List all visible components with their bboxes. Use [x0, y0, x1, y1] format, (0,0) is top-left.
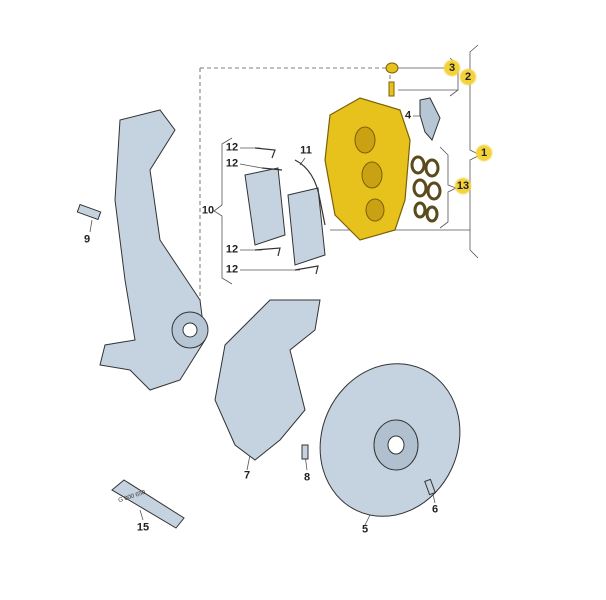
- callout-2[interactable]: 2: [459, 68, 477, 86]
- wear-sensor: [294, 159, 326, 226]
- bleed-screw: [388, 81, 395, 97]
- clip: [294, 265, 319, 275]
- clip: [254, 147, 276, 159]
- callout-7[interactable]: 7: [243, 469, 251, 482]
- callout-1[interactable]: 1: [475, 144, 493, 162]
- callout-3[interactable]: 3: [443, 59, 461, 77]
- callout-5[interactable]: 5: [361, 523, 369, 536]
- callout-12[interactable]: 12: [225, 141, 239, 154]
- grease-tube: [111, 479, 185, 529]
- callout-6[interactable]: 6: [431, 503, 439, 516]
- bolt-8: [301, 444, 309, 460]
- seal-rings: [410, 155, 442, 223]
- callout-15[interactable]: 15: [136, 521, 150, 534]
- callout-12[interactable]: 12: [225, 263, 239, 276]
- callout-4[interactable]: 4: [404, 109, 412, 122]
- callout-13[interactable]: 13: [454, 177, 472, 195]
- callout-12[interactable]: 12: [225, 243, 239, 256]
- bolt-6: [424, 478, 436, 496]
- bracket-10: [213, 137, 233, 285]
- callout-11[interactable]: 11: [300, 144, 312, 157]
- callout-8[interactable]: 8: [303, 471, 311, 484]
- brake-pad-outer: [287, 187, 326, 266]
- callout-10[interactable]: 10: [201, 204, 215, 217]
- bolt-9: [76, 203, 102, 221]
- clip: [254, 247, 281, 257]
- callout-9[interactable]: 9: [83, 233, 91, 246]
- callout-12[interactable]: 12: [225, 157, 239, 170]
- spring-clip: [419, 97, 441, 141]
- brake-pad-inner: [244, 167, 286, 246]
- clip: [261, 167, 283, 171]
- dust-cap: [385, 62, 399, 74]
- splash-shield: [214, 299, 321, 461]
